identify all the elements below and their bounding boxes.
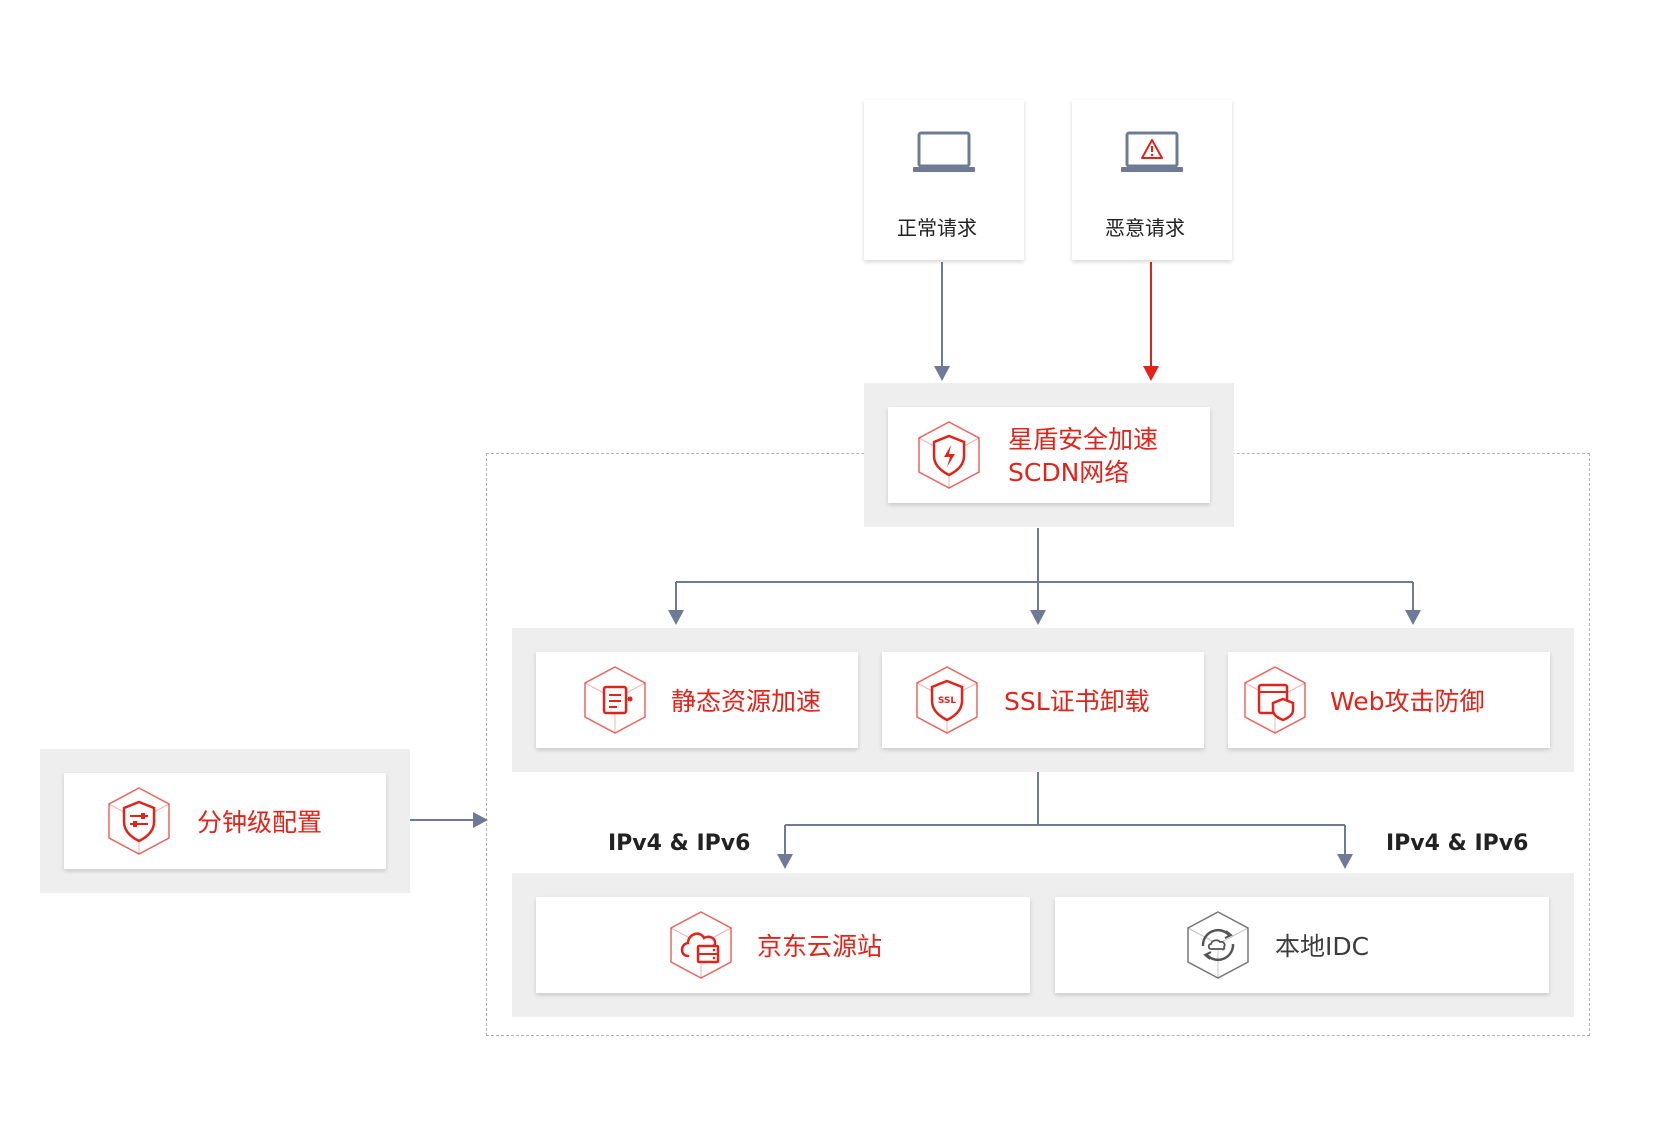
svg-text:SSL: SSL	[938, 696, 957, 706]
scdn-card: 星盾安全加速 SCDN网络	[888, 407, 1210, 503]
cloud-server-icon	[670, 911, 732, 979]
feature-label-ssl: SSL证书卸载	[1004, 687, 1150, 716]
config-shield-icon	[108, 787, 170, 855]
feature-card-ssl: SSL SSL证书卸载	[882, 652, 1204, 748]
ip-label-left: IPv4 & IPv6	[608, 831, 751, 856]
laptop-warning-icon	[1121, 131, 1183, 172]
origin-label-idc: 本地IDC	[1275, 932, 1370, 961]
ip-label-right: IPv4 & IPv6	[1386, 831, 1529, 856]
origin-card-jdcloud: 京东云源站	[536, 897, 1030, 993]
feature-card-web: Web攻击防御	[1228, 652, 1550, 748]
arrowhead-malicious-request	[1143, 366, 1159, 381]
config-label: 分钟级配置	[197, 808, 323, 837]
arrowhead-feature-1	[668, 610, 684, 625]
shield-bolt-icon	[918, 421, 980, 489]
malicious-request-label: 恶意请求	[1105, 216, 1185, 240]
origin-card-idc: 本地IDC	[1055, 897, 1549, 993]
arrowhead-feature-2	[1030, 610, 1046, 625]
feature-label-web: Web攻击防御	[1330, 687, 1485, 716]
malicious-request-card: 恶意请求	[1072, 100, 1232, 260]
ssl-shield-icon: SSL	[916, 666, 978, 734]
feature-card-static: 静态资源加速	[536, 652, 858, 748]
arrowhead-origin-1	[777, 854, 793, 869]
laptop-icon	[913, 131, 975, 172]
config-card: 分钟级配置	[64, 773, 386, 869]
scdn-title-line2: SCDN网络	[1008, 458, 1130, 487]
arrowhead-normal-request	[934, 366, 950, 381]
arrowhead-config	[473, 812, 488, 828]
static-resource-icon	[584, 666, 646, 734]
feature-label-static: 静态资源加速	[671, 687, 822, 716]
normal-request-card: 正常请求	[864, 100, 1024, 260]
arrowhead-origin-2	[1337, 854, 1353, 869]
origin-label-jdcloud: 京东云源站	[757, 932, 883, 961]
web-shield-icon	[1244, 666, 1306, 734]
cloud-sync-icon	[1187, 911, 1249, 979]
normal-request-label: 正常请求	[897, 216, 977, 240]
arrowhead-feature-3	[1405, 610, 1421, 625]
scdn-title-line1: 星盾安全加速	[1008, 425, 1159, 454]
